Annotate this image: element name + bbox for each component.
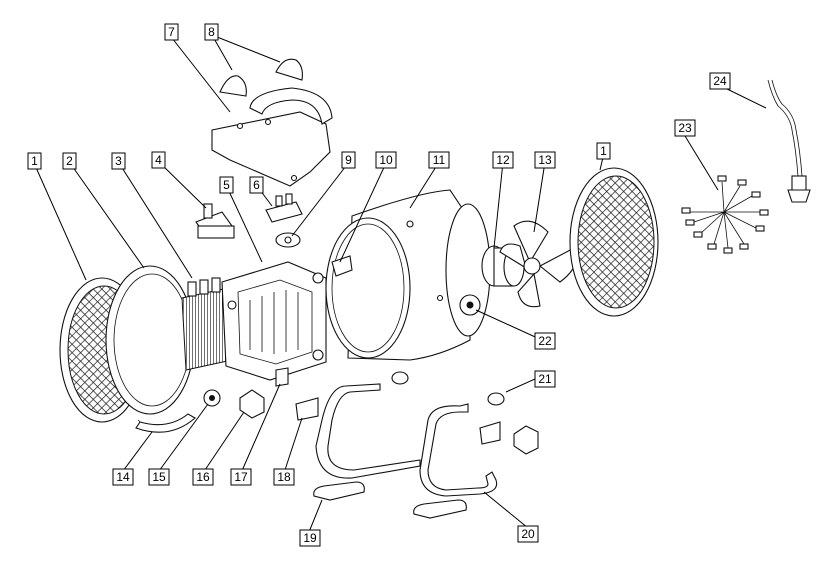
svg-text:23: 23	[678, 121, 692, 135]
svg-text:18: 18	[277, 470, 291, 484]
stand-frame	[315, 383, 498, 497]
callout-7: 7	[164, 23, 179, 41]
callout-20: 20	[517, 525, 539, 543]
control-knobs	[219, 58, 303, 97]
svg-text:21: 21	[538, 372, 552, 386]
mounting-clip	[331, 255, 353, 277]
body-cylinder	[325, 189, 491, 361]
wire-harness	[681, 175, 769, 254]
callout-12: 12	[492, 151, 514, 169]
knob-and-feet	[203, 367, 539, 519]
callout-13: 13	[534, 151, 556, 169]
leader-lines	[33, 34, 767, 533]
star-knob-right	[513, 425, 539, 455]
callout-3: 3	[111, 152, 126, 170]
limit-thermostat	[275, 232, 301, 248]
callout-1-right: 1	[596, 142, 611, 160]
switch-component	[265, 193, 303, 223]
svg-text:1: 1	[600, 144, 607, 158]
callout-21: 21	[534, 370, 556, 388]
callout-17: 17	[230, 468, 252, 486]
svg-text:7: 7	[168, 25, 175, 39]
top-handle-cover	[211, 87, 333, 187]
svg-text:24: 24	[713, 74, 727, 88]
callout-6: 6	[249, 176, 264, 194]
heater-housing-plate	[221, 261, 327, 381]
svg-text:4: 4	[155, 153, 162, 167]
clip-17	[275, 367, 289, 387]
svg-text:10: 10	[379, 153, 393, 167]
svg-text:12: 12	[496, 153, 510, 167]
svg-text:20: 20	[521, 527, 535, 541]
callout-labels: 1 2 3 4 5 6 7 8 9 10 11 12 13 1 23 24 22…	[27, 23, 731, 547]
foot-19-right	[413, 499, 467, 519]
thermostat-switch	[195, 203, 235, 239]
svg-text:8: 8	[208, 25, 215, 39]
svg-text:11: 11	[433, 153, 446, 167]
svg-text:22: 22	[538, 334, 552, 348]
mounting-bracket-right	[479, 421, 501, 445]
svg-text:1: 1	[31, 154, 38, 168]
callout-10: 10	[375, 151, 397, 169]
svg-text:19: 19	[303, 531, 317, 545]
callout-14: 14	[112, 468, 134, 486]
callout-8: 8	[204, 23, 219, 41]
star-knob-16	[239, 389, 265, 419]
callout-19: 19	[299, 529, 321, 547]
motor-mount	[459, 294, 481, 316]
svg-text:17: 17	[234, 470, 248, 484]
svg-text:14: 14	[116, 470, 130, 484]
callout-11: 11	[428, 151, 450, 169]
svg-text:9: 9	[345, 153, 352, 167]
end-cap	[391, 371, 505, 406]
callout-24: 24	[709, 72, 731, 90]
callout-9: 9	[341, 151, 356, 169]
svg-text:13: 13	[538, 153, 552, 167]
fan-blade	[499, 220, 577, 308]
svg-text:16: 16	[196, 470, 210, 484]
rear-grille-right	[569, 167, 659, 317]
mounting-bracket-18	[295, 397, 319, 421]
svg-text:5: 5	[223, 178, 230, 192]
callout-5: 5	[219, 176, 234, 194]
callout-22: 22	[534, 332, 556, 350]
callout-15: 15	[148, 468, 170, 486]
foot-19-left	[313, 481, 365, 501]
svg-text:15: 15	[152, 470, 166, 484]
callout-18: 18	[273, 468, 295, 486]
svg-text:2: 2	[66, 154, 73, 168]
callout-2: 2	[62, 152, 77, 170]
svg-text:6: 6	[253, 178, 260, 192]
svg-text:3: 3	[115, 154, 122, 168]
callout-4: 4	[151, 151, 166, 169]
bottom-bracket	[135, 413, 196, 433]
power-cord	[767, 79, 811, 203]
callout-16: 16	[192, 468, 214, 486]
callout-23: 23	[674, 119, 696, 137]
callout-1-left: 1	[27, 152, 42, 170]
